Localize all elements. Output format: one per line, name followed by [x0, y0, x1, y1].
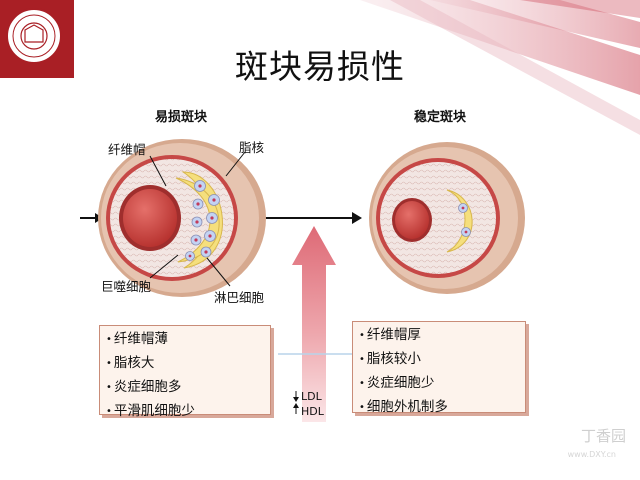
stable-feature-2: 脂核较小 — [359, 348, 525, 372]
vulnerable-feature-4: 平滑肌细胞少 — [106, 400, 270, 424]
stable-feature-1: 纤维帽厚 — [359, 324, 525, 348]
label-leaders — [149, 151, 246, 287]
big-up-arrow — [292, 226, 336, 422]
vulnerable-heading: 易损斑块 — [155, 110, 208, 125]
label-fibrous-cap: 纤维帽 — [108, 142, 146, 157]
stable-feature-4: 细胞外机制多 — [359, 396, 525, 420]
label-lipid-core: 脂核 — [239, 140, 265, 155]
lipid-arrows — [293, 391, 299, 414]
label-macrophage: 巨噬细胞 — [101, 279, 152, 294]
vulnerable-plaque — [98, 139, 266, 297]
university-seal-icon — [0, 0, 74, 78]
stable-features-box: 纤维帽厚 脂核较小 炎症细胞少 细胞外机制多 — [352, 321, 526, 415]
flow-arrow-middle — [262, 212, 362, 224]
vulnerable-feature-1: 纤维帽薄 — [106, 328, 270, 352]
watermark-url: www.DXY.cn — [567, 450, 616, 459]
stable-feature-3: 炎症细胞少 — [359, 372, 525, 396]
decor-bands — [360, 0, 640, 135]
vulnerable-features-box: 纤维帽薄 脂核大 炎症细胞多 平滑肌细胞少 — [99, 325, 271, 419]
page-title: 斑块易损性 — [235, 47, 405, 86]
label-lymphocyte: 淋巴细胞 — [214, 290, 265, 305]
stable-heading: 稳定斑块 — [414, 110, 467, 125]
vulnerable-feature-2: 脂核大 — [106, 352, 270, 376]
watermark-brand: 丁香园 — [580, 427, 626, 445]
vulnerable-feature-3: 炎症细胞多 — [106, 376, 270, 400]
stable-plaque — [369, 142, 525, 294]
hdl-label: HDL — [301, 405, 324, 418]
ldl-label: LDL — [301, 390, 322, 403]
